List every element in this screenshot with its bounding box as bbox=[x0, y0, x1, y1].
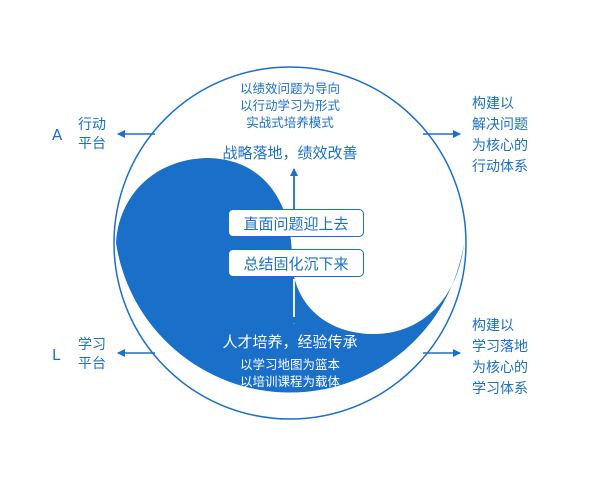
top-line2: 以行动学习为形式 bbox=[239, 98, 340, 113]
label-l-line1: 学习 bbox=[78, 337, 106, 353]
top-text-block: 以绩效问题为导向 以行动学习为形式 实战式培养模式 bbox=[210, 80, 370, 131]
top-line3: 实战式培养模式 bbox=[246, 115, 334, 130]
box-face-problems: 直面问题迎上去 bbox=[228, 209, 364, 237]
bottom-line2: 以培训课程为载体 bbox=[239, 374, 340, 389]
right-top-line4: 行动体系 bbox=[472, 159, 528, 175]
label-a-line2: 平台 bbox=[78, 136, 106, 152]
right-bottom-line1: 构建以 bbox=[472, 318, 514, 334]
label-a-line1: 行动 bbox=[78, 117, 106, 133]
label-a-letter: A bbox=[52, 126, 63, 144]
bottom-heading: 人才培养，经验传承 bbox=[222, 333, 358, 351]
right-label-learning-system: 构建以 学习落地 为核心的 学习体系 bbox=[472, 316, 528, 400]
top-line1: 以绩效问题为导向 bbox=[239, 81, 340, 96]
top-heading: 战略落地，绩效改善 bbox=[222, 144, 358, 162]
right-bottom-line4: 学习体系 bbox=[472, 381, 528, 397]
right-bottom-line2: 学习落地 bbox=[472, 339, 528, 355]
label-l-letter: L bbox=[52, 346, 61, 364]
label-l-line2: 平台 bbox=[78, 356, 106, 372]
right-top-line3: 为核心的 bbox=[472, 138, 528, 154]
bottom-line1: 以学习地图为篮本 bbox=[239, 357, 340, 372]
right-top-line1: 构建以 bbox=[472, 96, 514, 112]
right-bottom-line3: 为核心的 bbox=[472, 360, 528, 376]
bottom-text-block: 以学习地图为篮本 以培训课程为载体 系统化培养模式 bbox=[200, 356, 380, 407]
label-a-platform: 行动 平台 bbox=[72, 116, 112, 154]
bottom-line3: 系统化培养模式 bbox=[246, 391, 334, 406]
box-summarize: 总结固化沉下来 bbox=[228, 249, 364, 277]
right-label-action-system: 构建以 解决问题 为核心的 行动体系 bbox=[472, 94, 528, 178]
label-l-platform: 学习 平台 bbox=[72, 336, 112, 374]
right-top-line2: 解决问题 bbox=[472, 117, 528, 133]
